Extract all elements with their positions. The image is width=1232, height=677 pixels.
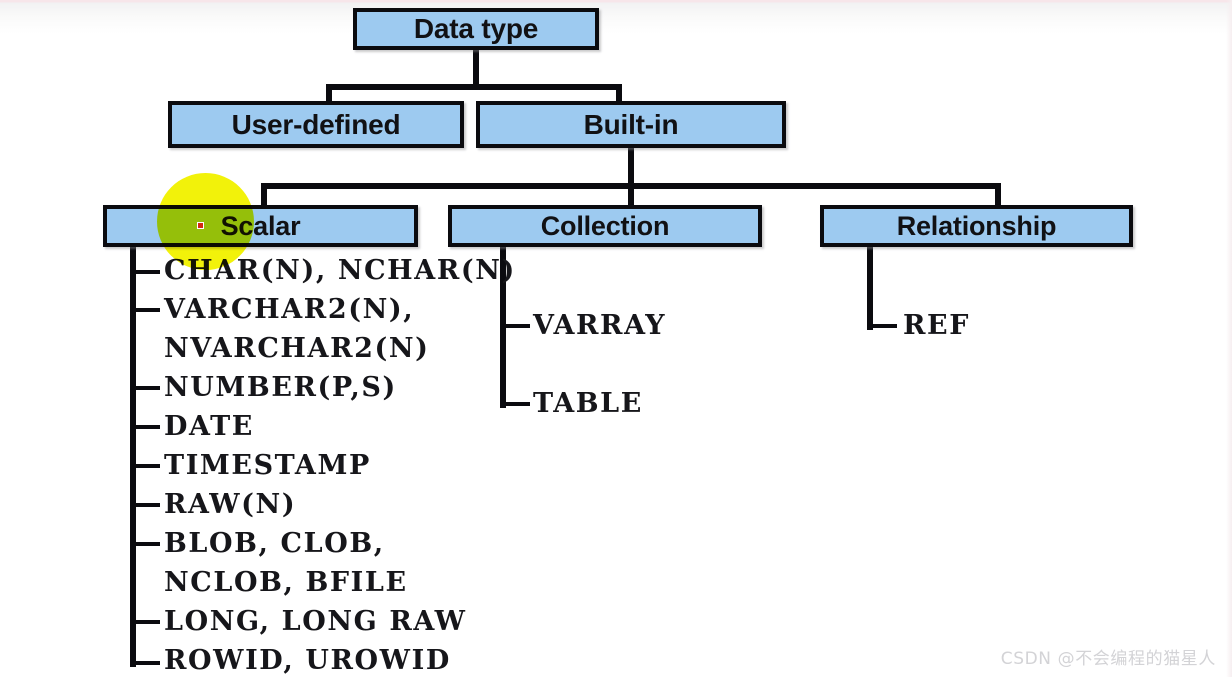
connector-relationship-spine <box>867 247 873 330</box>
tick-scalar-9 <box>130 661 160 665</box>
tick-relationship-1 <box>867 324 897 328</box>
tick-scalar-2 <box>130 308 160 312</box>
scalar-type-nclob-bfile: NCLOB, BFILE <box>164 567 408 598</box>
scalar-type-blob-clob: BLOB, CLOB, <box>164 528 385 559</box>
scalar-type-char: CHAR(N), NCHAR(N) <box>164 255 516 286</box>
scalar-type-number: NUMBER(P,S) <box>164 372 397 403</box>
scalar-type-varchar2: VARCHAR2(N), <box>164 294 415 325</box>
node-scalar-label: Scalar <box>220 210 301 241</box>
node-user-defined-label: User-defined <box>231 108 401 140</box>
node-built-in[interactable]: Built-in <box>476 101 786 148</box>
scalar-type-date: DATE <box>164 411 254 442</box>
node-collection-label: Collection <box>540 210 670 241</box>
connector-scalar-spine <box>130 247 136 667</box>
tick-scalar-5 <box>130 464 160 468</box>
node-user-defined[interactable]: User-defined <box>168 101 464 148</box>
tick-scalar-8 <box>130 620 160 624</box>
scalar-type-rowid: ROWID, UROWID <box>164 645 451 676</box>
scalar-type-nvarchar2: NVARCHAR2(N) <box>164 333 430 364</box>
node-data-type-label: Data type <box>413 13 539 44</box>
node-scalar[interactable]: Scalar <box>103 205 418 247</box>
relationship-type-ref: REF <box>903 310 970 341</box>
cursor-marker-dot <box>197 222 204 229</box>
tick-scalar-4 <box>130 425 160 429</box>
scalar-type-timestamp: TIMESTAMP <box>164 450 371 481</box>
node-collection[interactable]: Collection <box>448 205 762 247</box>
node-built-in-label: Built-in <box>583 108 679 140</box>
connector-drop-scalar <box>261 183 267 208</box>
page-right-edge-gradient <box>1226 0 1232 677</box>
page-top-gradient-band <box>0 0 1232 34</box>
connector-drop-built-in <box>616 84 622 104</box>
connector-bus-level2 <box>326 84 622 90</box>
collection-type-table: TABLE <box>533 388 643 419</box>
connector-drop-relationship <box>995 183 1001 208</box>
node-data-type[interactable]: Data type <box>353 8 599 50</box>
tick-collection-2 <box>500 402 530 406</box>
scalar-type-raw: RAW(N) <box>164 489 297 520</box>
csdn-watermark: CSDN @不会编程的猫星人 <box>1000 649 1216 669</box>
node-relationship-label: Relationship <box>896 210 1057 241</box>
tick-scalar-1 <box>130 270 160 274</box>
collection-type-varray: VARRAY <box>533 310 667 341</box>
tick-scalar-3 <box>130 386 160 390</box>
tick-collection-1 <box>500 324 530 328</box>
connector-builtin-stem <box>628 148 634 188</box>
connector-datatype-stem <box>473 50 479 87</box>
node-relationship[interactable]: Relationship <box>820 205 1133 247</box>
tick-scalar-6 <box>130 503 160 507</box>
connector-drop-collection <box>628 183 634 208</box>
connector-drop-user-defined <box>326 84 332 104</box>
scalar-type-long: LONG, LONG RAW <box>164 606 467 637</box>
tick-scalar-7 <box>130 542 160 546</box>
